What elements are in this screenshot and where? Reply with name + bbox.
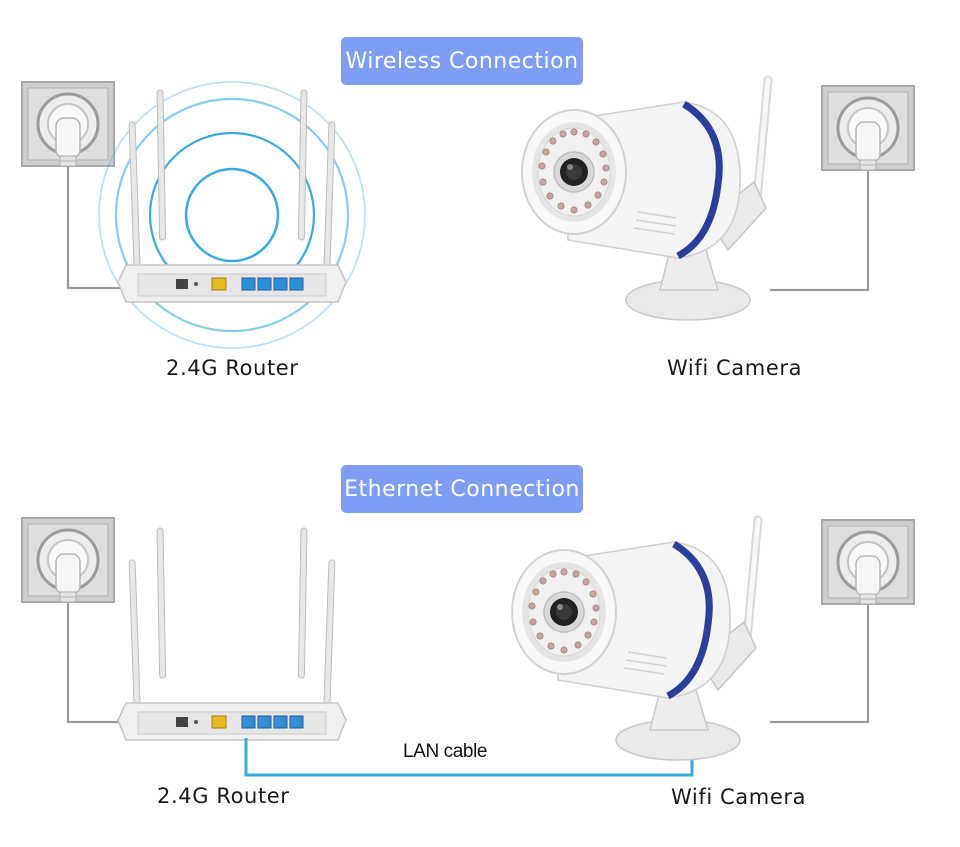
router-power-cord <box>66 598 128 724</box>
camera-power-cord <box>770 600 870 724</box>
lan-cable-label: LAN cable <box>403 741 488 762</box>
lan-cable <box>244 738 694 777</box>
wall-socket-icon <box>20 80 116 168</box>
wall-socket-icon <box>820 84 916 172</box>
ethernet-camera-label: Wifi Camera <box>671 785 807 809</box>
router-icon <box>118 528 346 740</box>
wireless-section <box>20 80 916 349</box>
wifi-wave-icon <box>98 81 366 349</box>
ethernet-connection-title: Ethernet Connection <box>341 465 583 513</box>
wireless-camera-label: Wifi Camera <box>667 356 803 380</box>
camera-power-cord <box>770 168 870 292</box>
wireless-connection-title: Wireless Connection <box>341 37 583 85</box>
wireless-router-label: 2.4G Router <box>166 356 299 380</box>
wall-socket-icon <box>20 516 116 604</box>
ethernet-section <box>20 516 916 777</box>
wall-socket-icon <box>820 518 916 606</box>
camera-icon <box>522 80 768 320</box>
camera-icon <box>512 520 758 760</box>
ethernet-router-label: 2.4G Router <box>157 784 290 808</box>
router-power-cord <box>66 160 128 290</box>
